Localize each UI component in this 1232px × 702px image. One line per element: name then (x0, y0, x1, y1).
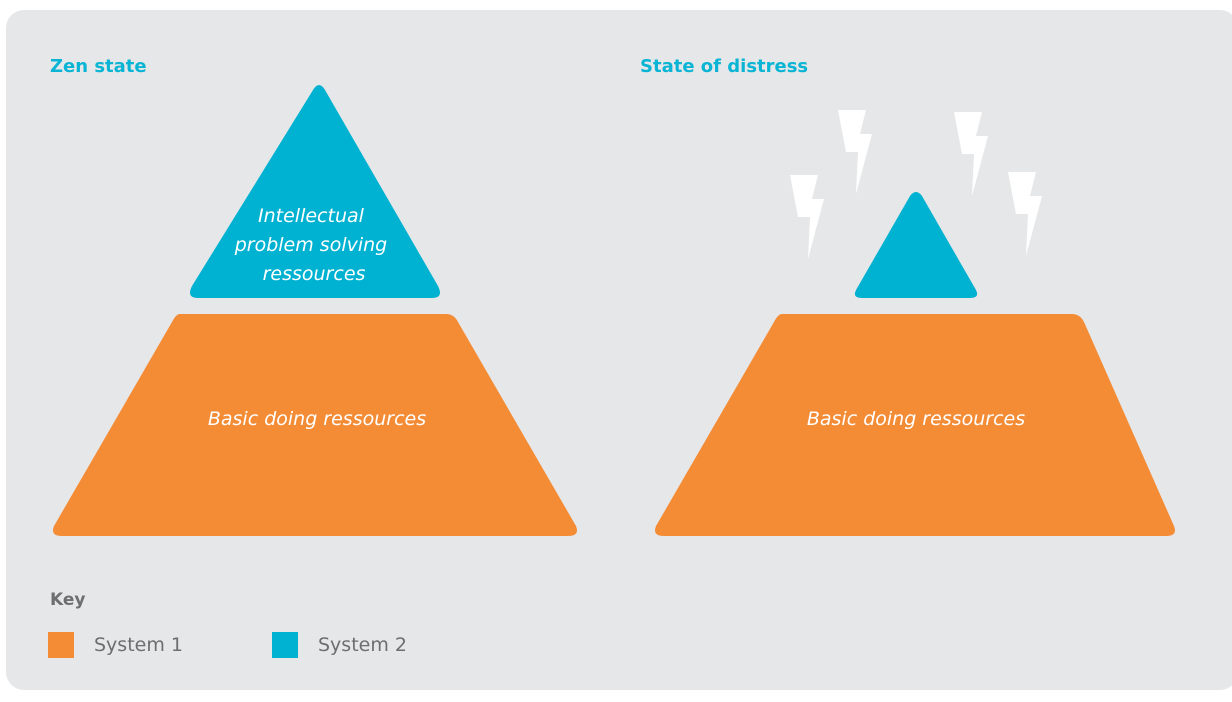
lightning-bolt-icon (954, 112, 988, 196)
distress-base-label: Basic doing ressources (807, 408, 1025, 430)
distress-system1-base (655, 314, 1175, 536)
legend-swatch-system-1 (48, 632, 74, 658)
lightning-bolt-icon (1008, 172, 1042, 256)
zen-top-label-line-3: ressources (263, 263, 366, 285)
zen-top-label: Intellectual problem solving ressources (234, 205, 394, 285)
zen-top-label-line-2: problem solving (234, 234, 388, 256)
distress-state-heading: State of distress (640, 56, 809, 77)
zen-system2-triangle (190, 85, 440, 298)
distress-system2-triangle (854, 192, 978, 298)
zen-base-label: Basic doing ressources (208, 408, 426, 430)
lightning-bolt-icon (838, 110, 872, 194)
zen-system1-base (53, 314, 577, 536)
legend-item-system-2: System 2 (272, 632, 407, 658)
lightning-bolt-icon (790, 175, 824, 259)
legend-label-system-2: System 2 (318, 634, 407, 656)
zen-top-label-line-1: Intellectual (258, 205, 365, 227)
legend-swatch-system-2 (272, 632, 298, 658)
zen-state-heading: Zen state (50, 56, 147, 77)
legend-item-system-1: System 1 (48, 632, 183, 658)
key-title: Key (50, 590, 86, 610)
legend-label-system-1: System 1 (94, 634, 183, 656)
